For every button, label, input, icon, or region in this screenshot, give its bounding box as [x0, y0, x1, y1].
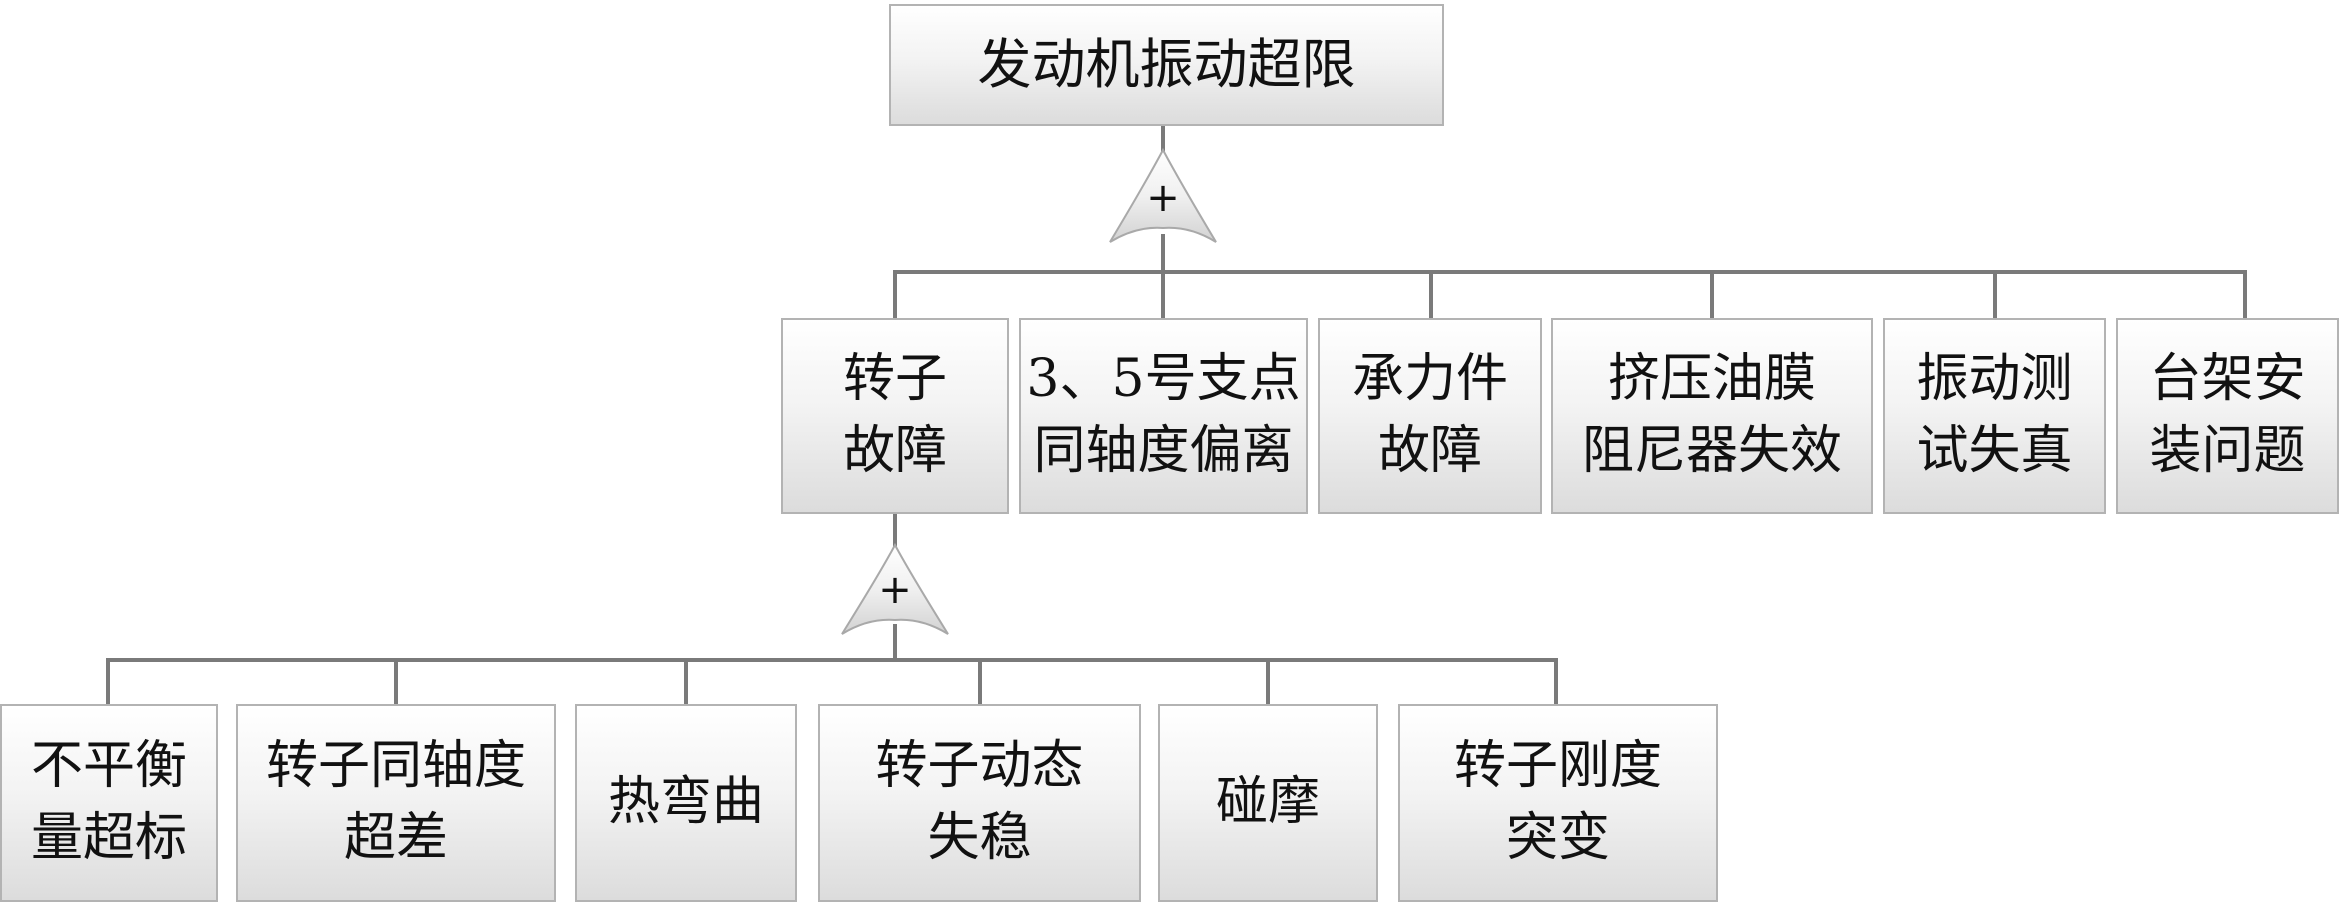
middle-event-line: 挤压油膜: [1607, 349, 1816, 410]
middle-event-squeeze-film-damper: 挤压油膜 阻尼器失效: [1551, 318, 1873, 514]
basic-event-line: 突变: [1505, 808, 1610, 868]
basic-event-line: 转子动态: [875, 736, 1084, 797]
basic-event-rub: 碰摩: [1158, 704, 1378, 902]
basic-event-line: 不平衡: [30, 736, 187, 797]
middle-event-line: 故障: [1377, 421, 1482, 481]
middle-event-test-stand-installation: 台架安 装问题: [2116, 318, 2339, 514]
middle-event-line: 装问题: [2149, 421, 2306, 481]
middle-event-rotor-fault: 转子 故障: [781, 318, 1009, 514]
middle-event-line: 3、5号支点: [1026, 349, 1301, 410]
middle-event-line: 振动测: [1916, 349, 2073, 410]
middle-event-line: 承力件: [1351, 349, 1508, 410]
middle-event-line: 阻尼器失效: [1581, 421, 1842, 481]
basic-event-line: 碰摩: [1215, 772, 1320, 833]
middle-event-vibration-measurement: 振动测 试失真: [1883, 318, 2106, 514]
or-gate-rotor-symbol: +: [878, 567, 912, 613]
or-gate-top-symbol: +: [1146, 175, 1180, 221]
basic-event-unbalance: 不平衡 量超标: [0, 704, 218, 902]
basic-event-line: 转子同轴度: [265, 736, 526, 797]
or-gate-top: [1109, 147, 1217, 243]
middle-event-load-member-fault: 承力件 故障: [1318, 318, 1542, 514]
top-event-box: 发动机振动超限: [889, 4, 1444, 126]
middle-event-line: 同轴度偏离: [1033, 421, 1294, 481]
middle-event-line: 故障: [842, 421, 947, 481]
middle-event-line: 台架安: [2149, 349, 2306, 410]
top-event-label: 发动机振动超限: [977, 32, 1356, 96]
middle-event-bearing-misalignment: 3、5号支点 同轴度偏离: [1019, 318, 1308, 514]
basic-event-thermal-bow: 热弯曲: [575, 704, 797, 902]
middle-event-line: 转子: [842, 349, 947, 410]
basic-event-rotor-coaxiality: 转子同轴度 超差: [236, 704, 556, 902]
basic-event-rotor-instability: 转子动态 失稳: [818, 704, 1141, 902]
basic-event-stiffness-change: 转子刚度 突变: [1398, 704, 1718, 902]
basic-event-line: 失稳: [927, 808, 1032, 868]
basic-event-line: 热弯曲: [607, 772, 764, 833]
or-gate-rotor: [841, 542, 949, 635]
basic-event-line: 转子刚度: [1453, 736, 1662, 797]
middle-event-line: 试失真: [1916, 421, 2073, 481]
basic-event-line: 超差: [343, 808, 448, 868]
basic-event-line: 量超标: [30, 808, 187, 868]
